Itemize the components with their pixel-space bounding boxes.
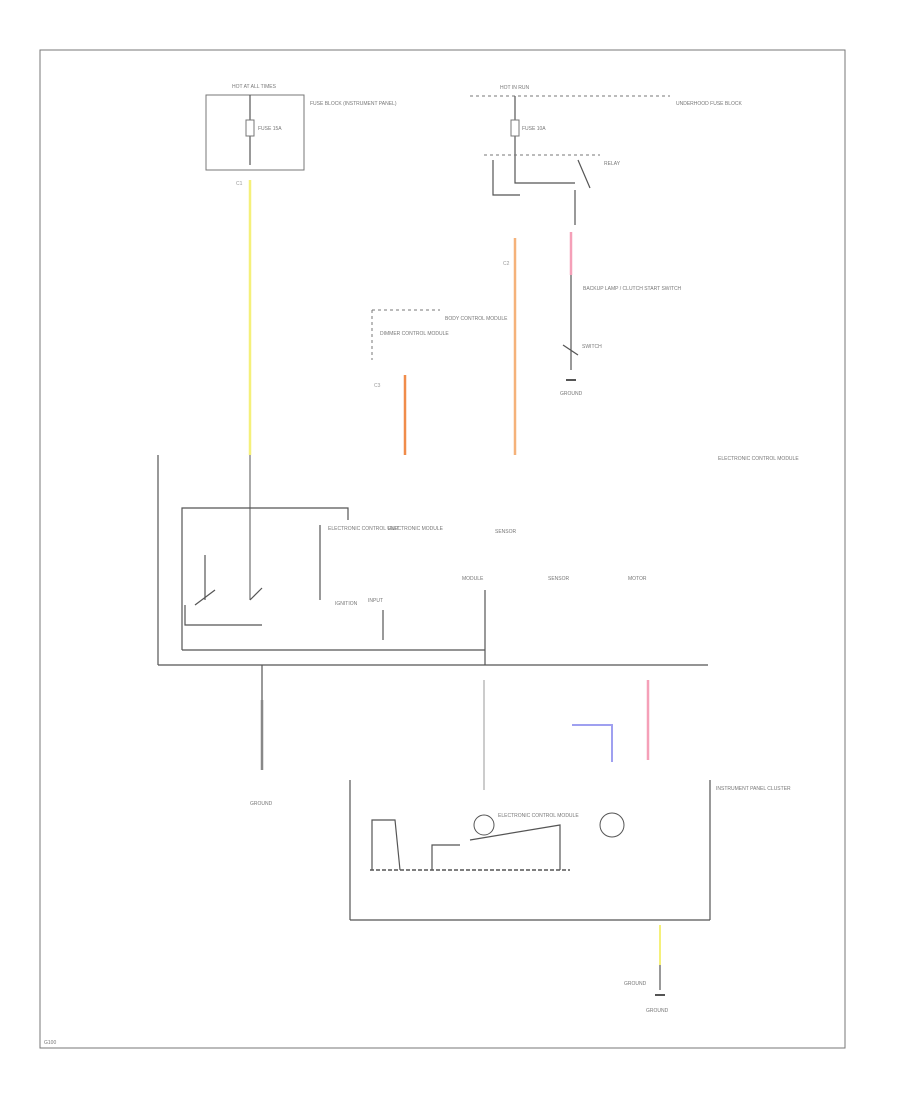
body-module-label: BODY CONTROL MODULE [445,316,508,322]
sensor-label: SENSOR [548,576,570,582]
relay-label: RELAY [604,161,621,167]
fuse-block-right-label: UNDERHOOD FUSE BLOCK [676,101,743,107]
relay-coil-symbol [599,812,625,838]
bottom-link-2 [469,824,561,870]
fuse-block-label: FUSE BLOCK (INSTRUMENT PANEL) [310,101,397,107]
ground-label-4: GROUND [624,981,647,987]
connector-a-label: C1 [236,181,243,187]
module-right3-label: MODULE [462,576,484,582]
connector-b-label: C2 [503,261,510,267]
module-right2-label: SENSOR [495,529,517,535]
blue-wire [572,724,613,762]
diagram-frame [39,49,846,1049]
lamp-module-label: BACKUP LAMP / CLUTCH START SWITCH [583,286,682,292]
fuse-left [245,119,255,137]
inner-frame [181,507,349,650]
module-mid-label: INPUT [368,598,383,604]
fuse-left-label: FUSE 15A [258,126,282,132]
module-left-label: ELECTRONIC CONTROL UNIT [328,526,399,532]
hot-at-all-times-label: HOT AT ALL TIMES [232,84,277,90]
ignition-label: IGNITION [335,601,358,607]
ground-label-3: GROUND [646,1008,669,1014]
fuse-right-label: FUSE 10A [522,126,546,132]
footer-code: G100 [44,1040,56,1046]
connector-c-label: C3 [374,383,381,389]
right-panel-label: ELECTRONIC CONTROL MODULE [718,456,799,462]
ground-label-2: GROUND [250,801,273,807]
fuse-right [510,119,520,137]
relay-wire-left [492,160,520,196]
bottom-right-label: INSTRUMENT PANEL CLUSTER [716,786,791,792]
switch-2-blade [249,587,263,601]
bottom-link-1 [431,844,460,870]
module-right1-label: ELECTRONIC MODULE [388,526,444,532]
bottom-switch [371,819,401,871]
relay-wire-mid [514,160,575,184]
hot-in-run-label: HOT IN RUN [500,85,529,91]
relay-switch [577,159,591,189]
switch-link [184,605,262,626]
switch-1-blade [194,589,216,606]
motor-label: MOTOR [628,576,647,582]
ground-label-1: GROUND [560,391,583,397]
switch-label: SWITCH [582,344,602,350]
dimmer-label: DIMMER CONTROL MODULE [380,331,449,337]
bottom-block-label: ELECTRONIC CONTROL MODULE [498,813,579,819]
fuse-block-left [205,94,305,171]
switch-blade [562,344,579,356]
motor-symbol [473,814,495,836]
